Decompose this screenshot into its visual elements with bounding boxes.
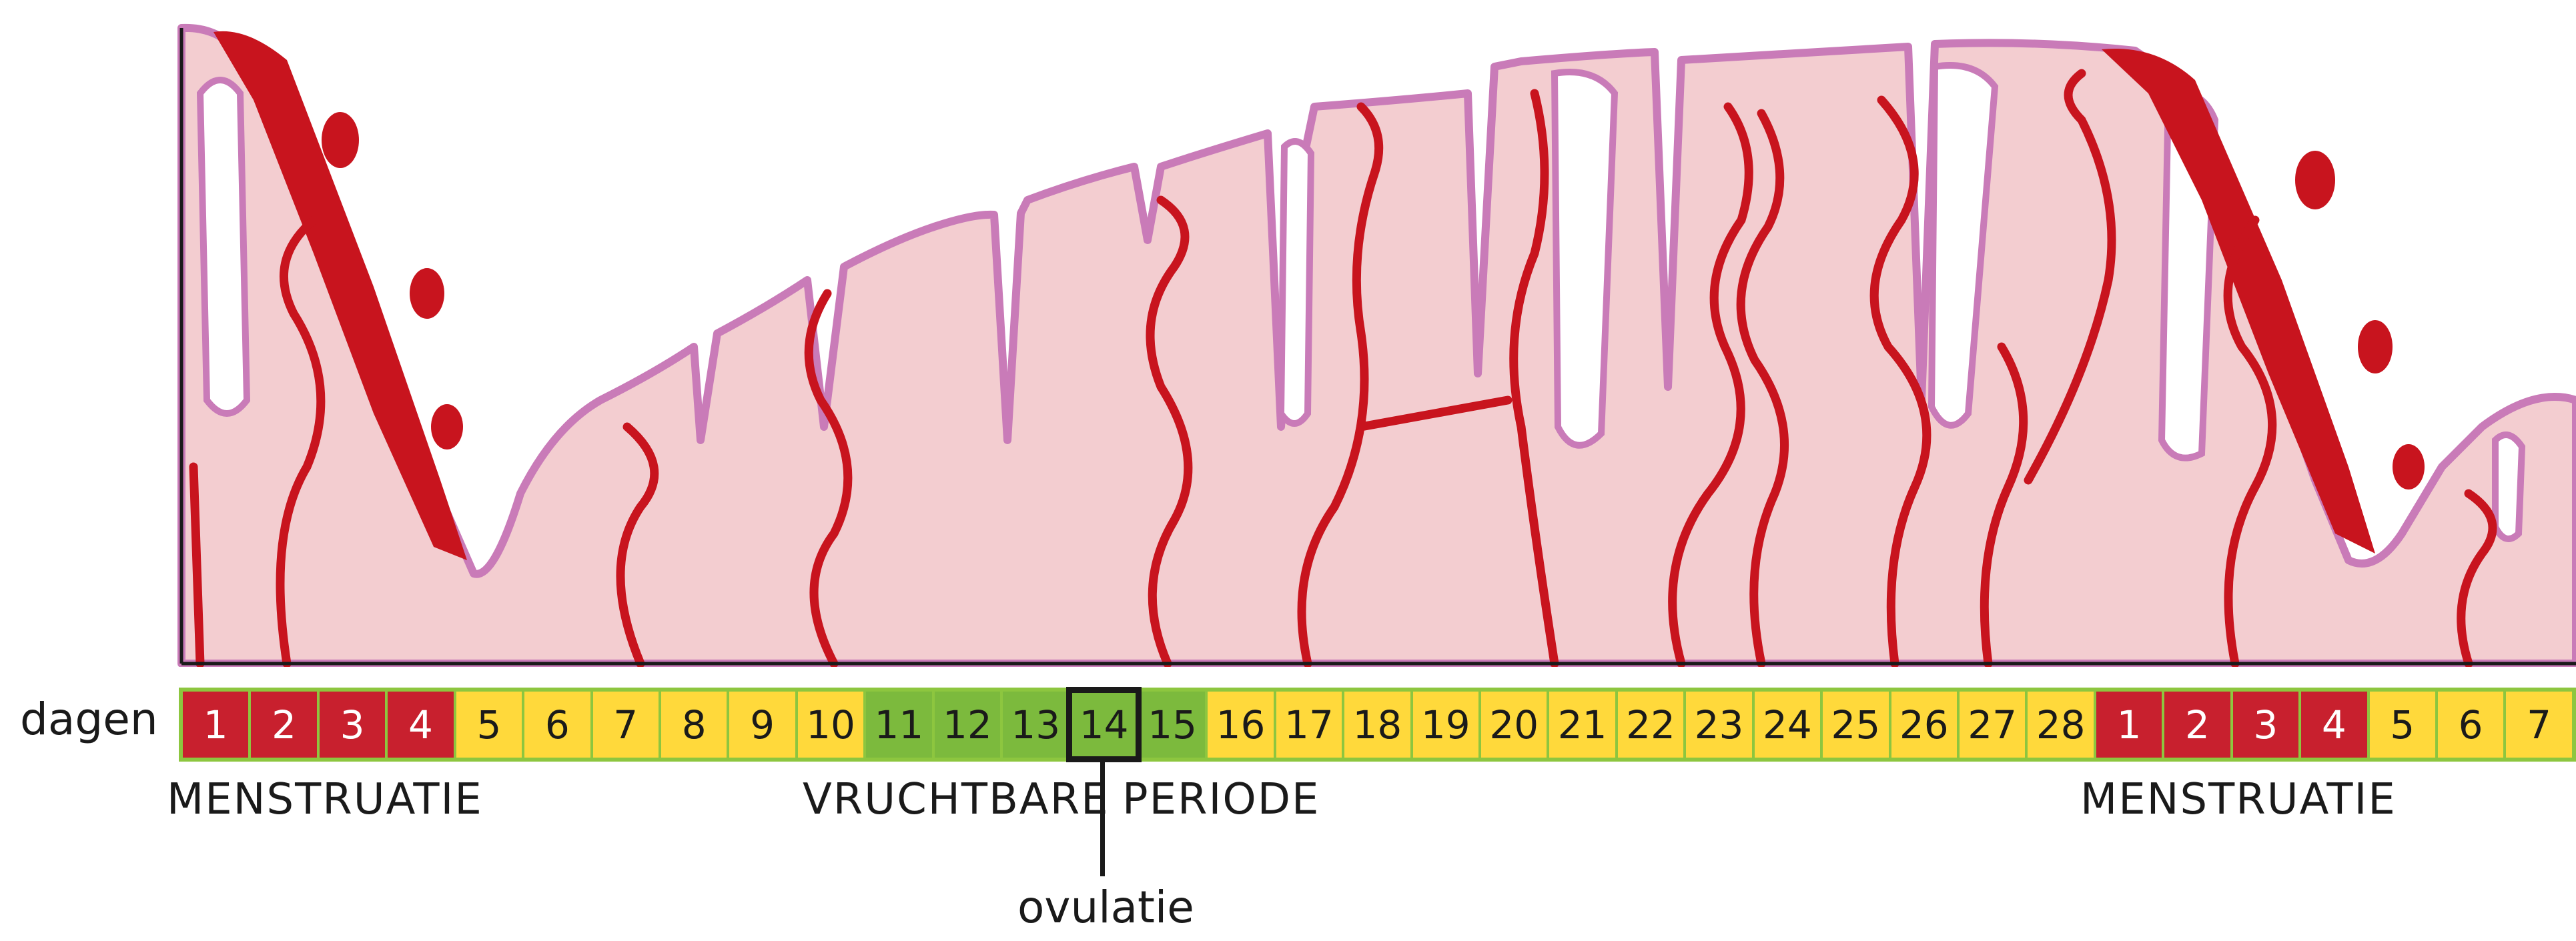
blood-drop bbox=[2393, 444, 2425, 490]
day-cell: 24 bbox=[1755, 692, 1820, 758]
endometrium-illustration bbox=[0, 0, 2576, 667]
days-label: dagen bbox=[20, 694, 158, 745]
day-cell: 11 bbox=[866, 692, 931, 758]
day-cell: 2 bbox=[2164, 692, 2230, 758]
day-cell: 7 bbox=[2506, 692, 2571, 758]
gland-cavity bbox=[2495, 435, 2522, 539]
day-cell: 4 bbox=[388, 692, 453, 758]
day-cell: 4 bbox=[2301, 692, 2367, 758]
day-cell: 7 bbox=[593, 692, 659, 758]
day-cell: 13 bbox=[1003, 692, 1068, 758]
blood-drop bbox=[2358, 320, 2393, 373]
day-cell: 5 bbox=[456, 692, 522, 758]
menstruation-label-end: MENSTRUATIE bbox=[2080, 775, 2397, 824]
day-cell: 9 bbox=[729, 692, 795, 758]
day-cell: 6 bbox=[524, 692, 590, 758]
day-cell: 22 bbox=[1618, 692, 1683, 758]
day-cell: 2 bbox=[251, 692, 316, 758]
day-cell: 18 bbox=[1344, 692, 1410, 758]
day-cell: 26 bbox=[1891, 692, 1957, 758]
day-cell: 19 bbox=[1413, 692, 1478, 758]
day-cell: 23 bbox=[1686, 692, 1751, 758]
blood-drop bbox=[410, 268, 444, 319]
day-cell: 1 bbox=[183, 692, 248, 758]
day-cell: 6 bbox=[2438, 692, 2503, 758]
ovulation-pointer-line bbox=[1100, 762, 1105, 876]
day-cell: 8 bbox=[661, 692, 727, 758]
day-cell: 25 bbox=[1823, 692, 1888, 758]
blood-drop bbox=[322, 112, 359, 168]
fertile-period-label-part1: VRUCHTBARE bbox=[803, 775, 1110, 824]
fertile-period-label-part2: PERIODE bbox=[1122, 775, 1320, 824]
day-cell: 21 bbox=[1549, 692, 1615, 758]
ovulation-label: ovulatie bbox=[1017, 882, 1194, 933]
day-cell: 1 bbox=[2096, 692, 2162, 758]
day-cell: 5 bbox=[2370, 692, 2435, 758]
day-cell: 3 bbox=[2233, 692, 2298, 758]
day-cell: 20 bbox=[1481, 692, 1547, 758]
blood-drop bbox=[2295, 151, 2335, 209]
day-cell: 10 bbox=[798, 692, 863, 758]
day-cell: 15 bbox=[1140, 692, 1205, 758]
blood-drop bbox=[431, 404, 463, 449]
day-cell: 12 bbox=[935, 692, 1000, 758]
gland-cavity bbox=[1281, 141, 1311, 423]
day-cell-ovulation: 14 bbox=[1071, 692, 1136, 758]
menstruation-label-start: MENSTRUATIE bbox=[167, 775, 483, 824]
day-cell: 16 bbox=[1208, 692, 1273, 758]
gland-cavity bbox=[200, 80, 247, 413]
day-cell: 28 bbox=[2028, 692, 2093, 758]
day-cell: 17 bbox=[1276, 692, 1342, 758]
day-cell: 27 bbox=[1960, 692, 2025, 758]
gland-cavity bbox=[1555, 72, 1615, 445]
day-cell: 3 bbox=[320, 692, 385, 758]
